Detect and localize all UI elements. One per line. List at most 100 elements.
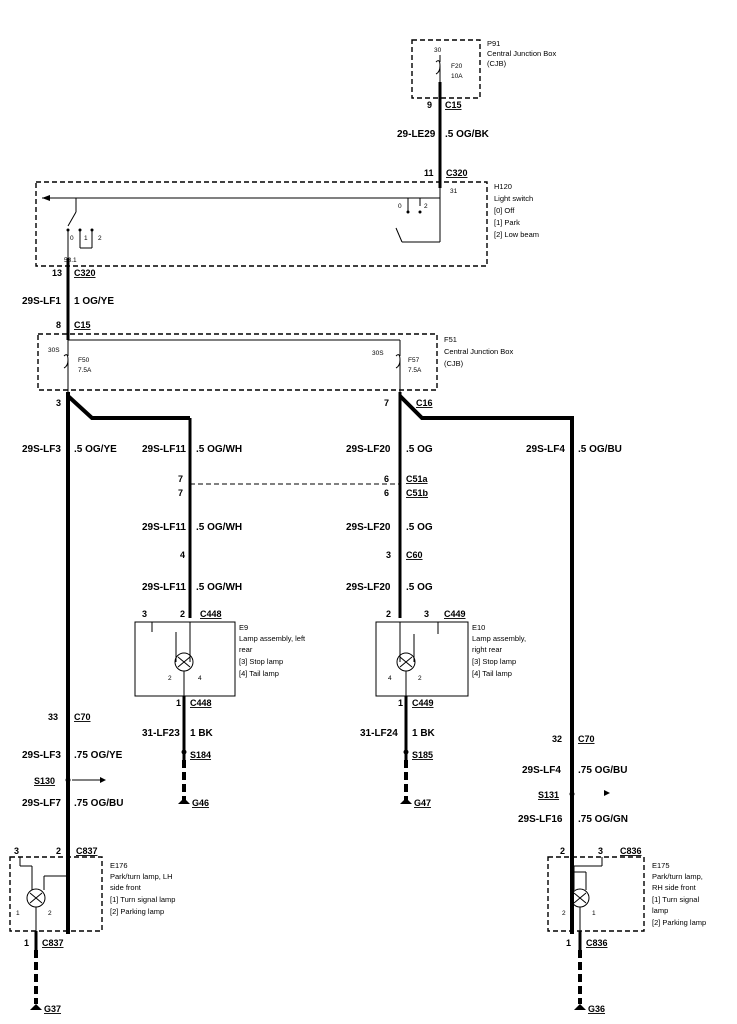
h120-state-1: [1] Park [494, 218, 520, 227]
splice-s131: S131 [538, 790, 559, 800]
h120-state-0: [0] Off [494, 206, 515, 215]
e176-pin-b: 2 [48, 910, 52, 917]
c320-top-pin: 11 [424, 168, 434, 178]
e176-ref: E176 [110, 861, 128, 870]
wire-29s-lf11-spec-b: .5 OG/WH [196, 522, 242, 533]
c51a-pin-right: 6 [384, 474, 389, 484]
c70-left-name: C70 [74, 712, 91, 722]
c15-mid-name: C15 [74, 320, 91, 330]
f51-fuse-a-id: F50 [78, 357, 90, 364]
h120-sw-contact-2: 2 [424, 203, 428, 210]
wire-29s-lf1-id: 29S-LF1 [22, 296, 61, 307]
ground-symbol-g47 [400, 798, 412, 804]
wire-29s-lf3-spec-b: .75 OG/YE [74, 750, 123, 761]
f51-fuse-f57-symbol [395, 354, 401, 392]
c70-right-name: C70 [578, 734, 595, 744]
wire-29s-lf11-spec-a: .5 OG/WH [196, 444, 242, 455]
e10-name2: right rear [472, 645, 503, 654]
c836-top-pin2: 3 [598, 846, 603, 856]
c60-pin-left: 4 [180, 550, 185, 560]
wire-29s-lf3-spec: .5 OG/YE [74, 444, 117, 455]
splice-s184: S184 [190, 750, 211, 760]
wire-29s-lf11-id-c: 29S-LF11 [142, 582, 186, 593]
c70-right-pin: 32 [552, 734, 562, 744]
c449-top-pin2: 3 [424, 609, 429, 619]
wire-29s-lf4-id-b: 29S-LF4 [522, 765, 561, 776]
h120-light-switch-outline [35, 181, 488, 267]
e176-state-1: [1] Turn signal lamp [110, 895, 175, 904]
wire-29s-lf20-spec-a: .5 OG [406, 444, 433, 455]
h120-switch-right-blade [395, 227, 403, 243]
c836-bot-name: C836 [586, 938, 608, 948]
wire-29s-lf20-id-a: 29S-LF20 [346, 444, 391, 455]
p91-junction-box-outline [411, 39, 481, 99]
ground-symbol-g46 [178, 798, 190, 804]
p91-name: Central Junction Box [487, 49, 556, 58]
c448-bot-name: C448 [190, 698, 212, 708]
c837-top-pin1: 3 [14, 846, 19, 856]
f51-name: Central Junction Box [444, 347, 513, 356]
h120-term-581: 58.1 [64, 257, 77, 264]
wire-29s-lf4-spec-b: .75 OG/BU [578, 765, 627, 776]
ground-g36: G36 [588, 1004, 605, 1014]
wire-29s-lf1-spec: 1 OG/YE [74, 296, 114, 307]
c837-bot-pin: 1 [24, 938, 29, 948]
h120-term-31: 31 [450, 188, 458, 195]
wire-29s-lf11-spec-c: .5 OG/WH [196, 582, 242, 593]
c320-top-name: C320 [446, 168, 468, 178]
e175-lamp-outline [547, 856, 645, 932]
e175-name2: RH side front [652, 883, 697, 892]
ground-g47: G47 [414, 798, 431, 808]
wire-29s-lf4-id: 29S-LF4 [526, 444, 565, 455]
ground-g46: G46 [192, 798, 209, 808]
c51b-pin-right: 6 [384, 488, 389, 498]
e9-pin-a: 2 [168, 675, 172, 682]
e10-state-4: [4] Tail lamp [472, 669, 512, 678]
c15-mid-pin: 8 [56, 320, 61, 330]
wire-31-lf23-id: 31-LF23 [142, 728, 180, 739]
e9-pin-b: 4 [198, 675, 202, 682]
c836-top-pin1: 2 [560, 846, 565, 856]
splice-s184-dot [181, 749, 187, 755]
c449-top-pin1: 2 [386, 609, 391, 619]
wire-29s-lf20-spec-c: .5 OG [406, 582, 433, 593]
c448-bot-pin: 1 [176, 698, 181, 708]
h120-ref: H120 [494, 182, 512, 191]
e175-pin-b: 1 [592, 910, 596, 917]
c449-top-name: C449 [444, 609, 466, 619]
p91-fuse-symbol [435, 60, 441, 82]
e9-ref: E9 [239, 623, 248, 632]
e176-name2: side front [110, 883, 142, 892]
e10-state-3: [3] Stop lamp [472, 657, 516, 666]
f51-ref: F51 [444, 335, 457, 344]
wire-29s-lf4-spec: .5 OG/BU [578, 444, 622, 455]
wire-29s-lf7-id: 29S-LF7 [22, 798, 61, 809]
e176-lamp-outline [9, 856, 103, 932]
c320-bot-pin: 13 [52, 268, 62, 278]
splice-s185-dot [403, 749, 409, 755]
splice-s131-dot [569, 791, 575, 797]
splice-s185: S185 [412, 750, 433, 760]
h120-state-2: [2] Low beam [494, 230, 539, 239]
splice-s130: S130 [34, 776, 55, 786]
wire-29s-lf3-id: 29S-LF3 [22, 444, 61, 455]
c60-pin-right: 3 [386, 550, 391, 560]
wire-29s-lf7-spec: .75 OG/BU [74, 798, 123, 809]
wire-31-lf24-spec: 1 BK [412, 728, 436, 739]
f51-fuse-b-rating: 7.5A [408, 367, 422, 374]
c836-top-name: C836 [620, 846, 642, 856]
f51-abbr: (CJB) [444, 359, 464, 368]
c837-bot-name: C837 [42, 938, 64, 948]
c448-top-pin1: 3 [142, 609, 147, 619]
c16-name: C16 [416, 398, 433, 408]
f51-junction-box-outline [37, 333, 438, 391]
e176-name: Park/turn lamp, LH [110, 872, 173, 881]
c51a-name: C51a [406, 474, 429, 484]
wire-29-le29-id: 29-LE29 [397, 129, 436, 140]
c448-top-pin2: 2 [180, 609, 185, 619]
ground-g37: G37 [44, 1004, 61, 1014]
c449-bot-name: C449 [412, 698, 434, 708]
wire-29s-lf16-spec: .75 OG/GN [578, 814, 628, 825]
f51-fuse-b-term: 30S [372, 350, 384, 357]
f51-fuse-a-term: 30S [48, 347, 60, 354]
